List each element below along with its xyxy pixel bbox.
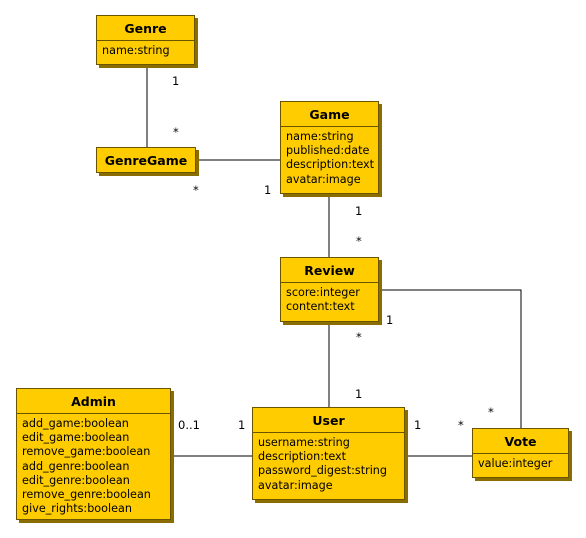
attribute: give_rights:boolean xyxy=(22,502,132,516)
class-admin: Admin add_game:boolean edit_game:boolean… xyxy=(16,388,171,520)
attribute: avatar:image xyxy=(286,172,361,186)
class-game-name: Game xyxy=(281,102,378,127)
class-game: Game name:string published:date descript… xyxy=(280,101,379,194)
attribute: add_game:boolean xyxy=(22,417,129,430)
multiplicity-label: * xyxy=(488,405,494,419)
attribute: published:date xyxy=(286,144,370,158)
attribute: value:integer xyxy=(478,457,553,470)
attribute: password_digest:string xyxy=(258,464,388,478)
multiplicity-label: * xyxy=(356,234,362,248)
attribute: description:text xyxy=(286,158,375,172)
class-genregame-name: GenreGame xyxy=(104,153,188,168)
multiplicity-label: * xyxy=(356,330,362,344)
multiplicity-label: 0..1 xyxy=(178,418,200,432)
attribute: name:string xyxy=(102,44,170,57)
class-vote-attributes: value:integer xyxy=(473,454,568,475)
attribute: name:string xyxy=(286,130,354,143)
multiplicity-label: 1 xyxy=(414,418,422,432)
class-admin-name: Admin xyxy=(17,389,170,414)
class-genre-name: Genre xyxy=(97,16,194,41)
class-game-attributes: name:string published:date description:t… xyxy=(281,127,378,191)
class-vote-name: Vote xyxy=(473,429,568,454)
class-user-attributes: username:string description:text passwor… xyxy=(253,433,404,497)
class-review-name: Review xyxy=(281,258,378,283)
class-user: User username:string description:text pa… xyxy=(252,407,405,500)
attribute: avatar:image xyxy=(258,478,333,492)
class-review-attributes: score:integer content:text xyxy=(281,283,378,318)
multiplicity-label: * xyxy=(193,183,199,197)
multiplicity-label: 1 xyxy=(355,204,363,218)
class-user-name: User xyxy=(253,408,404,433)
multiplicity-label: * xyxy=(458,418,464,432)
class-admin-attributes: add_game:boolean edit_game:boolean remov… xyxy=(17,414,170,520)
attribute: description:text xyxy=(258,450,347,464)
attribute: edit_game:boolean xyxy=(22,431,130,445)
attribute: content:text xyxy=(286,300,355,314)
multiplicity-label: 1 xyxy=(264,183,272,197)
class-genre-attributes: name:string xyxy=(97,41,194,62)
attribute: score:integer xyxy=(286,286,360,299)
attribute: edit_genre:boolean xyxy=(22,473,130,487)
multiplicity-label: 1 xyxy=(172,74,180,88)
class-review: Review score:integer content:text xyxy=(280,257,379,322)
assoc-review-vote xyxy=(379,289,522,428)
class-vote: Vote value:integer xyxy=(472,428,569,478)
class-genre: Genre name:string xyxy=(96,15,195,65)
attribute: remove_genre:boolean xyxy=(22,488,151,502)
class-genregame: GenreGame xyxy=(96,147,196,173)
multiplicity-label: 1 xyxy=(386,313,394,327)
attribute: add_genre:boolean xyxy=(22,459,130,473)
attribute: remove_game:boolean xyxy=(22,445,151,459)
multiplicity-label: 1 xyxy=(238,418,246,432)
attribute: username:string xyxy=(258,436,350,449)
multiplicity-label: * xyxy=(173,125,179,139)
multiplicity-label: 1 xyxy=(355,387,363,401)
